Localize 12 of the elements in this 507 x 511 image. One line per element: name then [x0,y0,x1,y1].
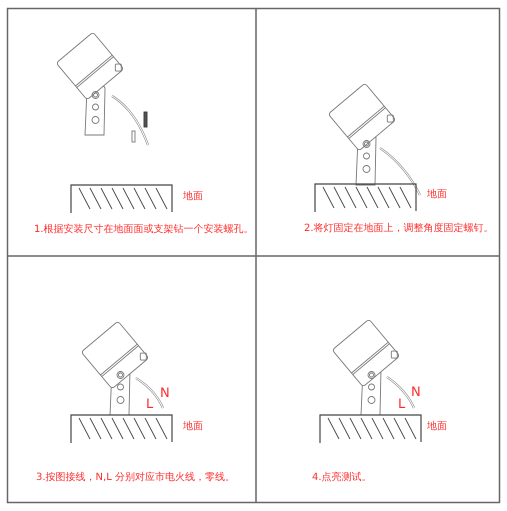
step-caption: 1.根据安装尺寸在地面面或支架钻一个安装螺孔。 [34,224,254,235]
wire-label: L [146,398,154,412]
ground-label: 地面 [427,189,447,200]
step-caption: 3.按图接线，N,L 分别对应市电火线，零线。 [36,472,235,483]
step-caption: 4.点亮测试。 [312,472,372,483]
ground-label: 地面 [183,191,203,202]
wire-label: N [160,387,170,402]
wire-label: N [411,386,421,400]
step-caption: 2.将灯固定在地面上，调整角度固定螺钉。 [304,223,494,234]
ground-label: 地面 [427,421,447,432]
wire-label: L [398,398,406,412]
ground-label: 地面 [183,421,203,432]
